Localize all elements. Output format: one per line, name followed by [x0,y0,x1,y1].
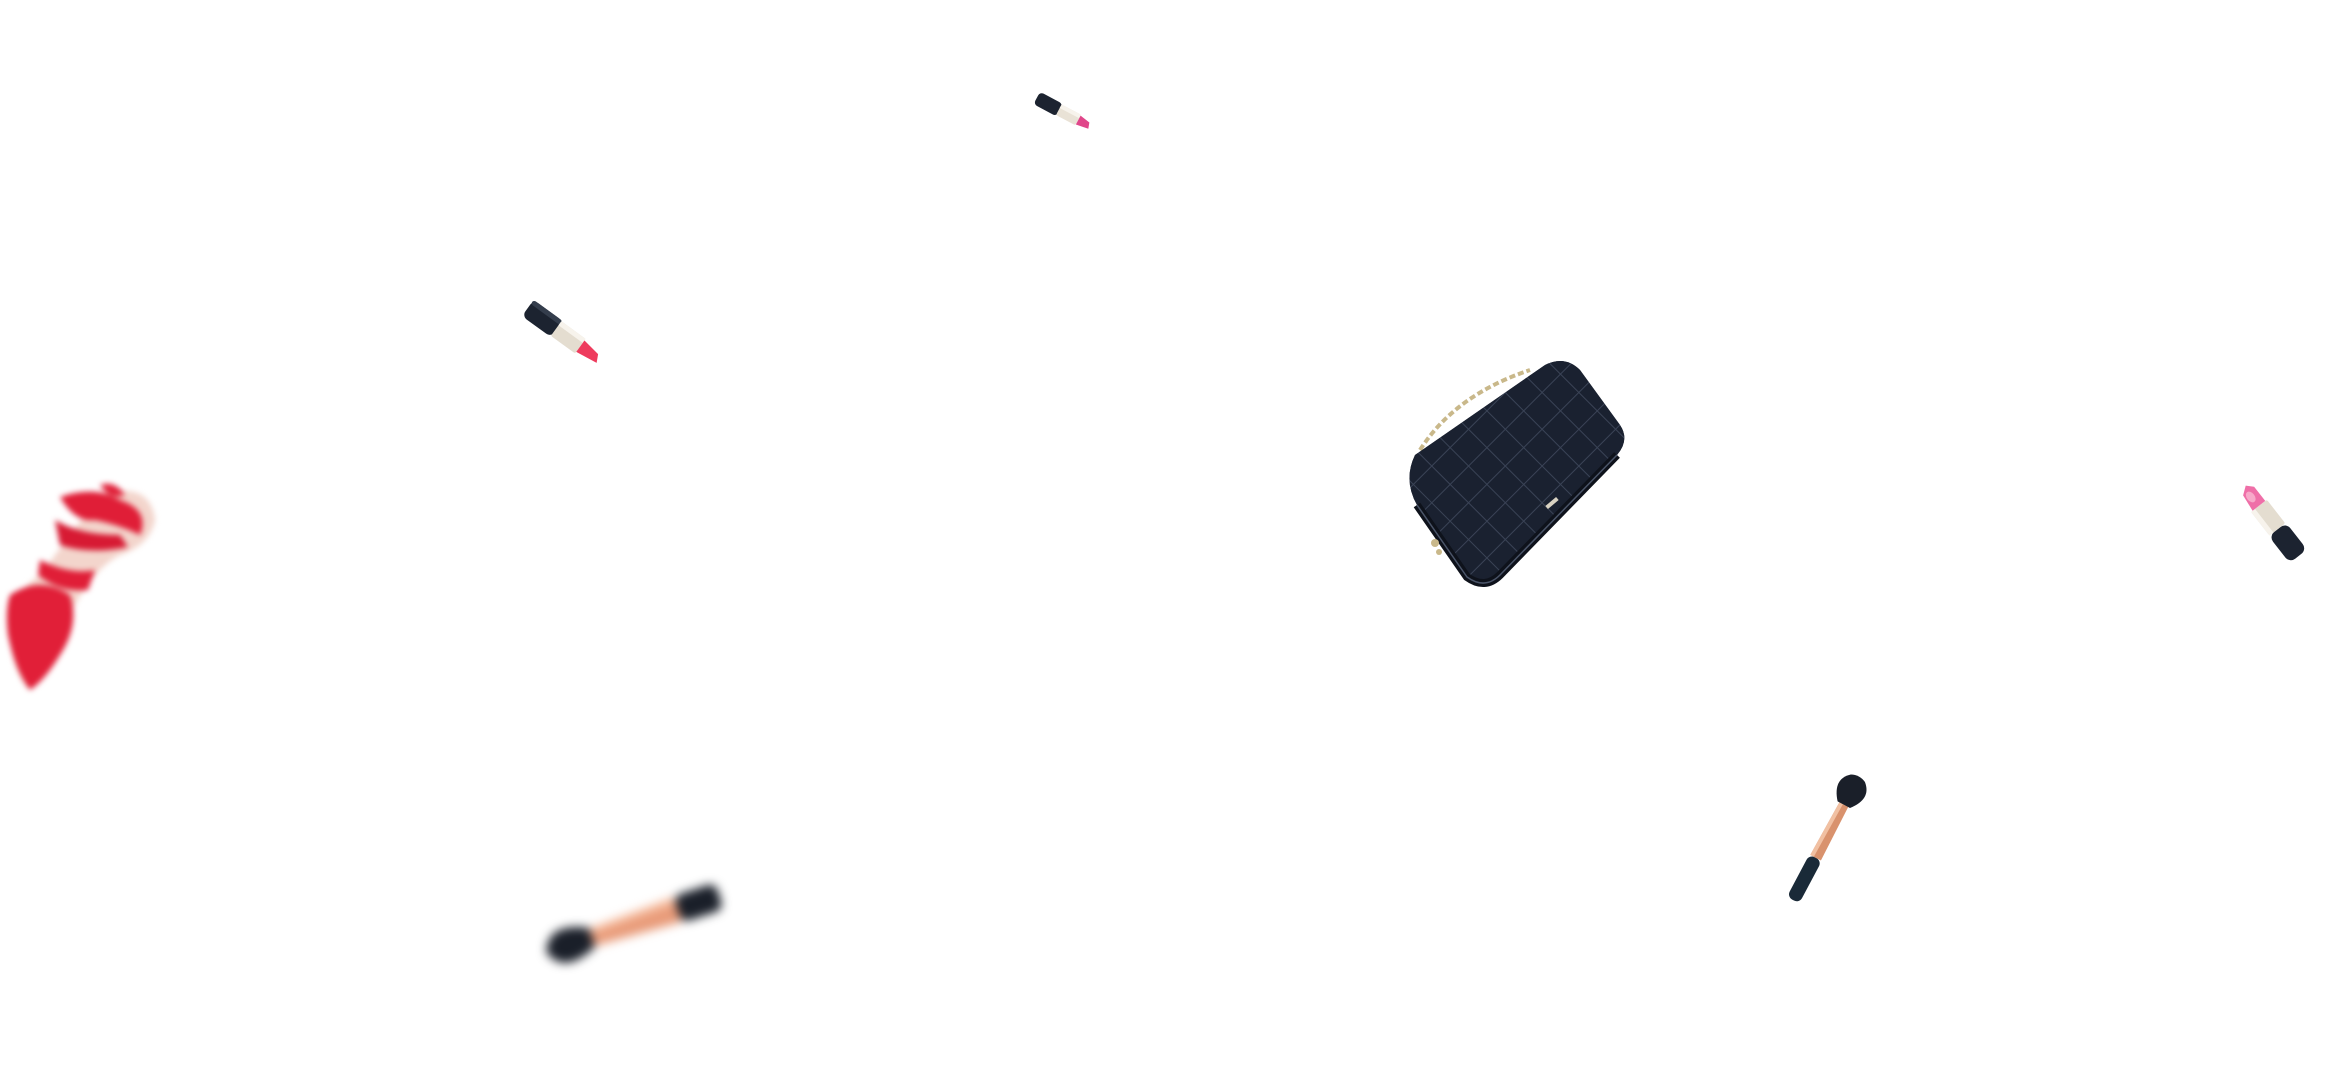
makeup-brush-right-image [1770,765,1880,915]
lipstick-left-image [515,295,615,375]
lipstick-icon [1034,93,1090,129]
quilted-handbag-image [1395,355,1645,595]
brush-icon [546,884,722,963]
lipstick-icon [2243,485,2305,561]
handbag-icon [1409,361,1625,587]
brush-icon [1789,774,1867,902]
lipstick-icon [524,300,599,363]
red-high-heel-image [0,475,170,705]
lipstick-right-image [2225,470,2315,570]
shoe-icon [6,483,155,690]
lipstick-top-image [1030,88,1100,138]
makeup-brush-blurred-image [530,870,730,980]
